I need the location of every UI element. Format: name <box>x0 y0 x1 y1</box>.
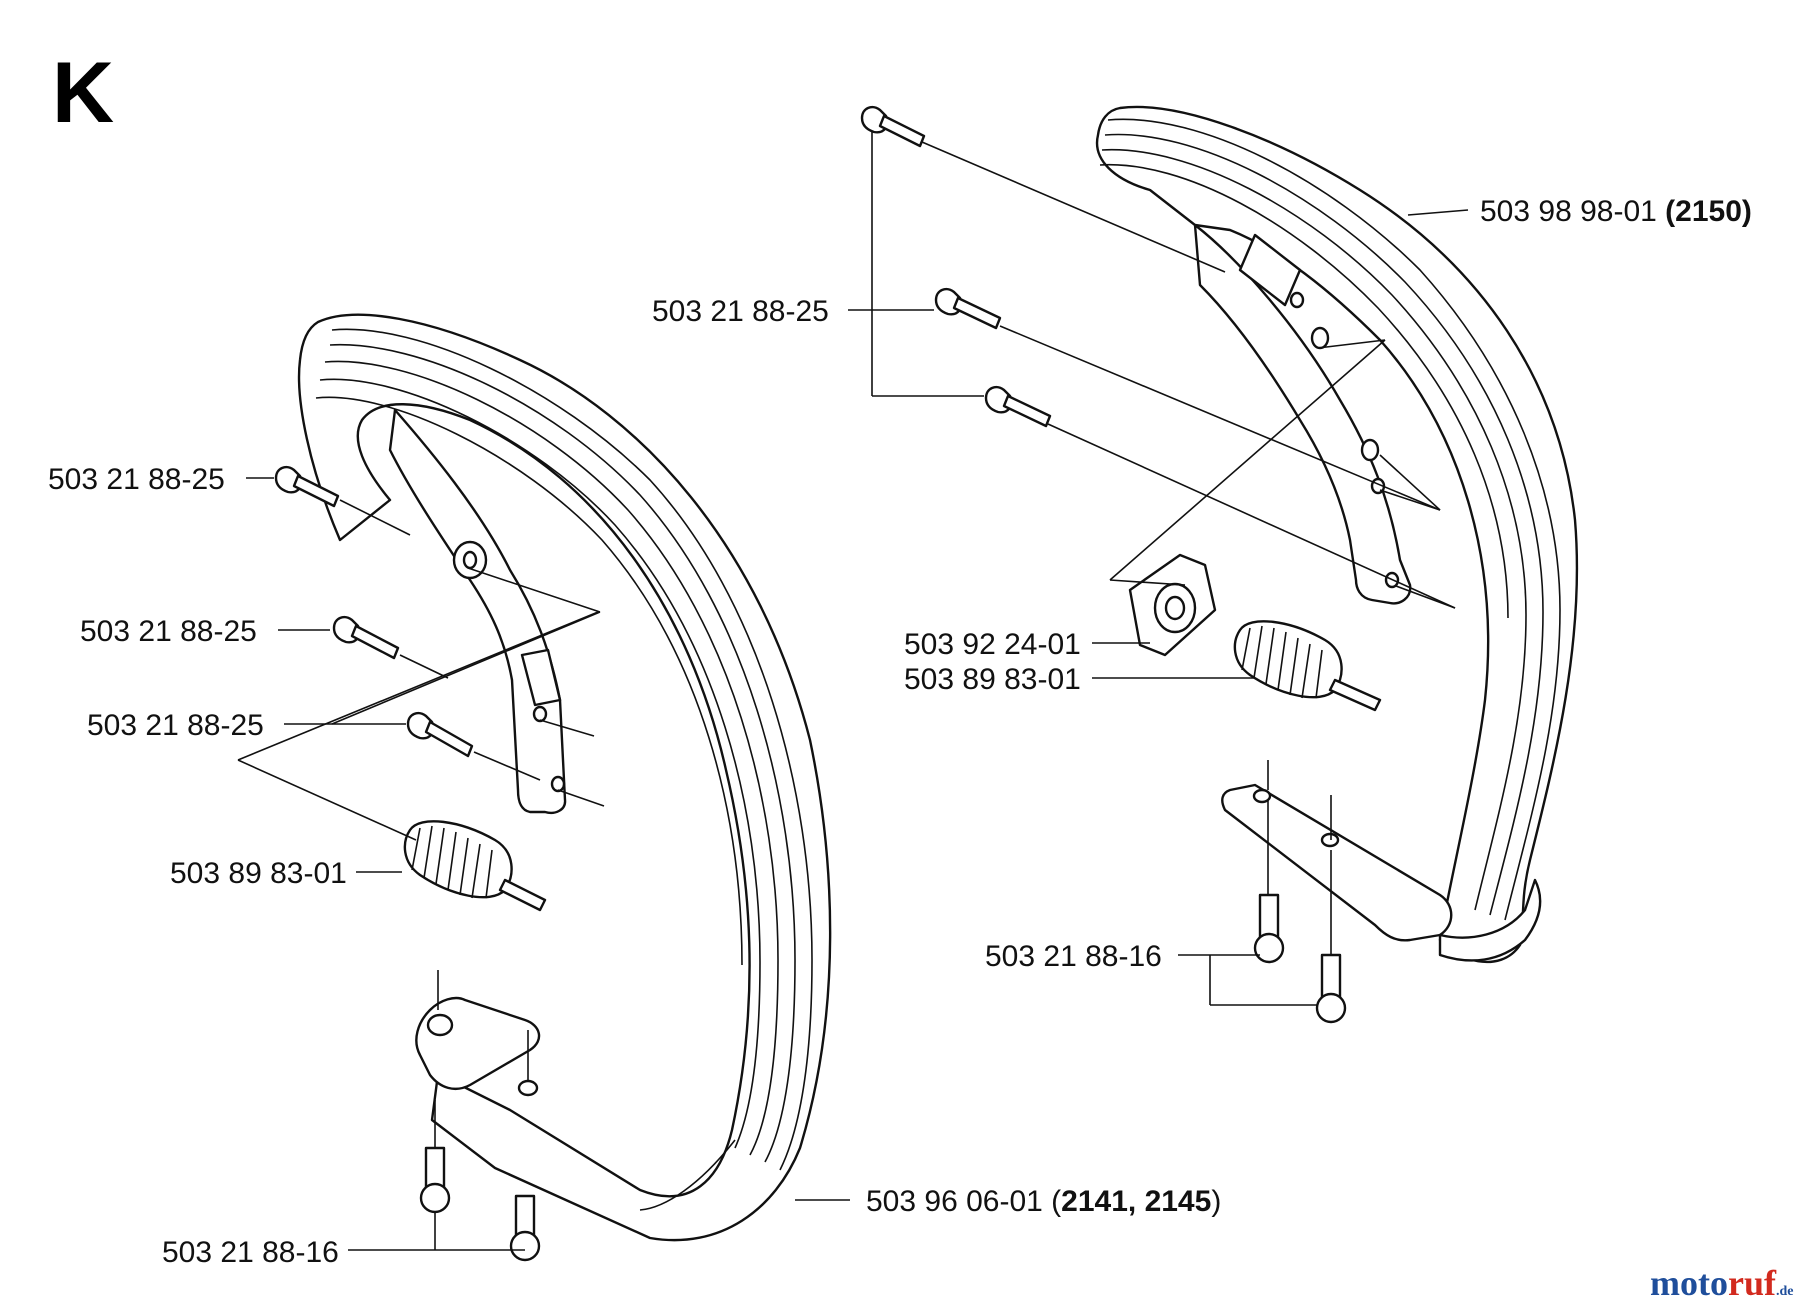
callout-right-bolts: 503 21 88-25 <box>652 295 829 328</box>
right-handle-number: 503 98 98-01 <box>1480 195 1665 228</box>
watermark-prefix: moto <box>1650 1263 1728 1303</box>
left-bolt-3 <box>406 712 474 758</box>
right-leader-lines <box>848 132 1469 1006</box>
watermark-tld: .de <box>1776 1284 1794 1299</box>
callout-right-screws: 503 21 88-16 <box>985 940 1162 973</box>
right-handle-models: (2150) <box>1665 195 1752 228</box>
section-letter: K <box>52 45 114 141</box>
callout-left-bolt-2: 503 21 88-25 <box>80 615 257 648</box>
watermark-suffix: ruf <box>1728 1263 1777 1303</box>
callout-left-screws: 503 21 88-16 <box>162 1236 339 1269</box>
left-handle-paren-open: ( <box>1051 1185 1061 1218</box>
left-bolt-2 <box>332 616 400 660</box>
left-handle-paren-close: ) <box>1211 1185 1221 1218</box>
left-front-handle <box>297 313 832 1242</box>
callout-left-spring: 503 89 83-01 <box>170 857 347 890</box>
right-screw-2 <box>1315 953 1347 1024</box>
callout-right-spring: 503 89 83-01 <box>904 663 1081 696</box>
callout-left-bolt-3: 503 21 88-25 <box>87 709 264 742</box>
right-bracket-part <box>1128 553 1217 657</box>
right-spring <box>1233 620 1382 712</box>
right-bolt-3 <box>984 386 1052 428</box>
left-screw-2 <box>509 1194 541 1262</box>
left-spring <box>403 820 547 912</box>
callout-left-handle: 503 96 06-01 (2141, 2145) <box>866 1185 1221 1218</box>
watermark-logo: motoruf.de <box>1650 1263 1793 1303</box>
left-screw-1 <box>419 1146 451 1214</box>
left-bolt-1 <box>274 466 340 508</box>
left-handle-number: 503 96 06-01 <box>866 1185 1051 1218</box>
right-front-handle <box>1095 105 1579 963</box>
callout-left-bolt-1: 503 21 88-25 <box>48 463 225 496</box>
right-screw-1 <box>1253 893 1285 964</box>
callout-right-handle: 503 98 98-01 (2150) <box>1480 195 1752 228</box>
callout-right-bracket: 503 92 24-01 <box>904 628 1081 661</box>
left-leader-lines <box>237 477 850 1251</box>
left-handle-models: 2141, 2145 <box>1061 1185 1211 1218</box>
right-bolt-1 <box>860 106 926 148</box>
right-bolt-2 <box>934 288 1002 330</box>
